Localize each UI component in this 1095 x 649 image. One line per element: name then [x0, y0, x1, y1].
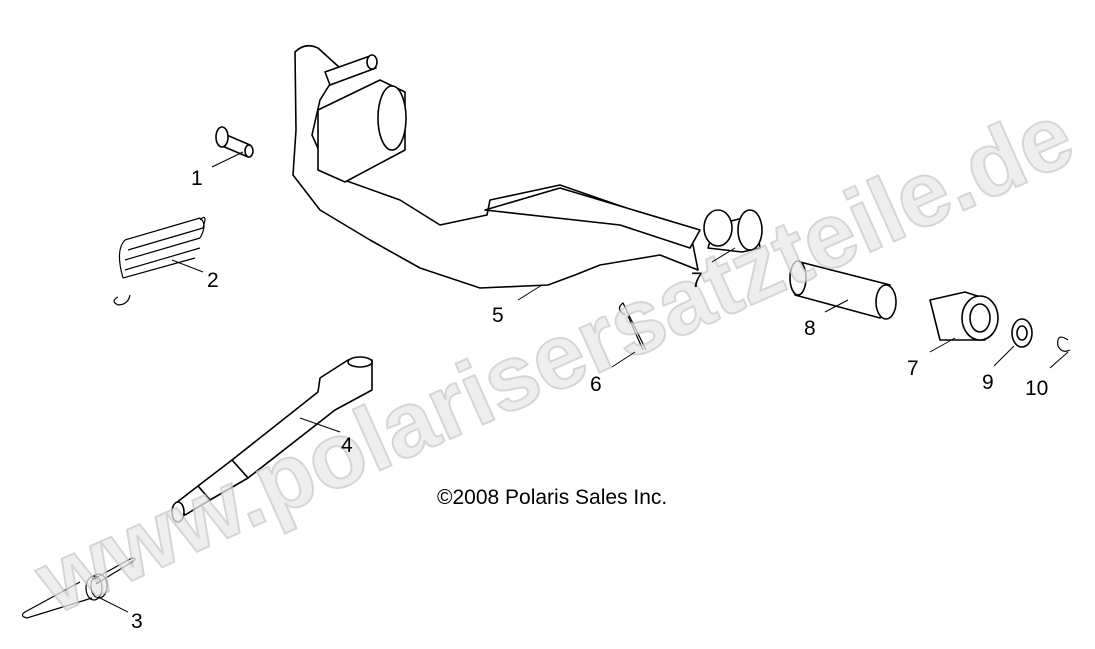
- callout-9: 9: [982, 371, 994, 394]
- part-1-clevis-pin: [215, 126, 254, 158]
- callout-1: 1: [191, 167, 203, 190]
- callout-7: 7: [691, 269, 703, 292]
- callout-8: 8: [804, 317, 816, 340]
- callout-10: 10: [1025, 377, 1048, 400]
- callout-2: 2: [207, 269, 219, 292]
- callout-7-second: 7: [907, 357, 919, 380]
- part-2-spring: [113, 216, 206, 306]
- part-7-bushing: [703, 209, 763, 253]
- callout-5: 5: [492, 304, 504, 327]
- part-5-brake-pedal: [292, 44, 701, 289]
- part-3-spring: [21, 557, 136, 619]
- part-6-cotter-pin: [618, 302, 647, 351]
- leader-lines: [99, 151, 1069, 613]
- part-8-tube: [789, 260, 897, 320]
- watermark: www.polarisersatzteile.de: [21, 84, 1088, 634]
- callout-3: 3: [131, 610, 143, 633]
- callout-4: 4: [341, 434, 353, 457]
- callout-6: 6: [590, 373, 602, 396]
- part-7-bushing-2: [929, 291, 999, 341]
- copyright-text: ©2008 Polaris Sales Inc.: [437, 486, 667, 509]
- part-9-washer: [1011, 318, 1033, 348]
- part-10-e-clip: [1057, 336, 1071, 352]
